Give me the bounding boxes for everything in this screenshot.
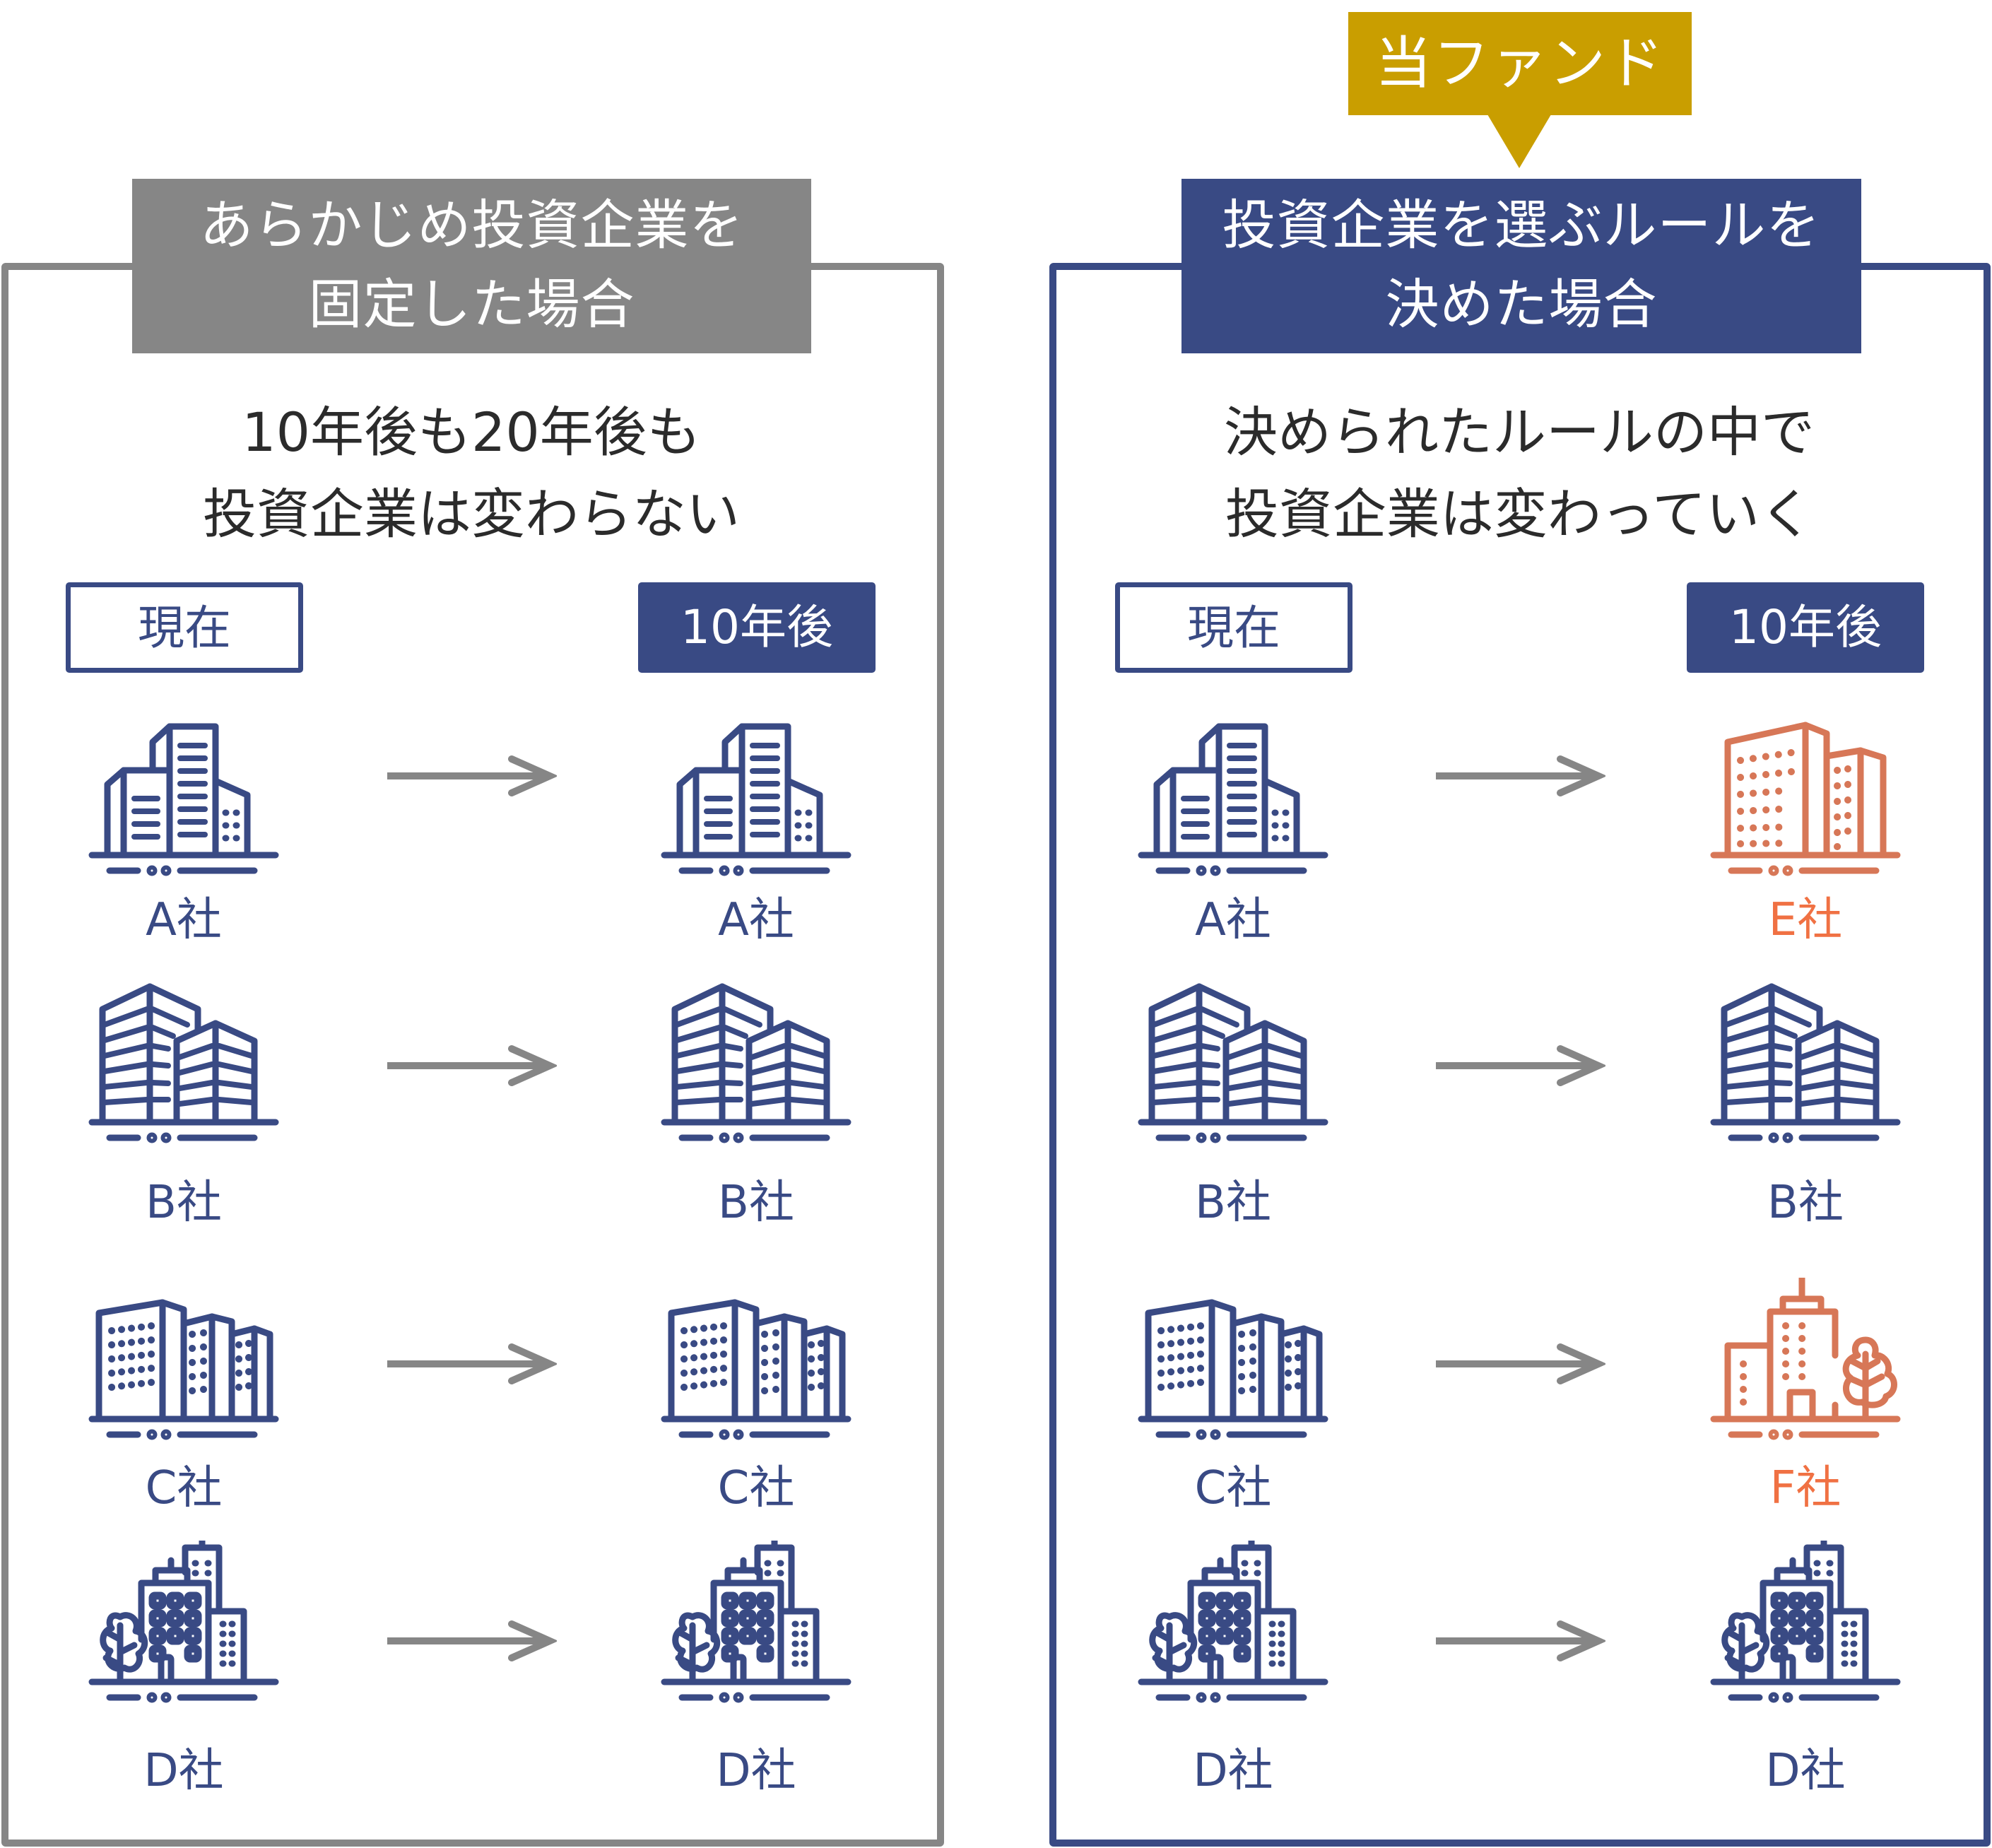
tag-now: 現在 [66,582,303,673]
tower-with-tree-f-icon [1707,1278,1904,1447]
office-building-a-icon [657,714,855,883]
fund-callout-label: 当ファンド [1375,30,1665,96]
fund-callout-pointer [1487,114,1551,168]
city-with-tree-d-icon [1707,1541,1904,1710]
company-label: C社 [145,1462,223,1514]
apartment-block-c-icon [657,1278,855,1447]
header-line: 投資企業を選ぶルールを [1222,194,1821,257]
apartment-block-c-icon [1134,1278,1332,1447]
right-arrow-icon [1436,1044,1605,1087]
right-arrow-icon [1436,755,1605,797]
city-with-tree-d-icon [657,1541,855,1710]
tag-now: 現在 [1115,582,1352,673]
fund-callout: 当ファンド [1348,12,1692,115]
subtitle-line: 投資企業は変わっていく [1225,483,1814,546]
right-arrow-icon [387,1620,557,1662]
header-line: あらかじめ投資企業を [199,194,744,257]
skyscraper-b-icon [1134,981,1332,1150]
apartment-block-c-icon [85,1278,283,1447]
company-label: B社 [1767,1177,1844,1229]
right-arrow-icon [387,1044,557,1087]
company-label: D社 [716,1745,796,1797]
skyscraper-b-icon [657,981,855,1150]
fixed-portfolio-header: あらかじめ投資企業を 固定した場合 [132,179,811,353]
company-label: C社 [717,1462,795,1514]
right-arrow-icon [1436,1620,1605,1662]
header-line: 固定した場合 [308,273,635,336]
twin-tower-e-icon [1707,714,1904,883]
subtitle-line: 10年後も20年後も [242,401,701,464]
company-label: B社 [146,1177,222,1229]
rule-based-header: 投資企業を選ぶルールを 決めた場合 [1181,179,1861,353]
tag-ten-years-later: 10年後 [638,582,876,673]
company-label: C社 [1194,1462,1272,1514]
skyscraper-b-icon [1707,981,1904,1150]
company-label: D社 [1765,1745,1846,1797]
subtitle-line: 決められたルールの中で [1224,401,1815,464]
company-label: D社 [143,1745,224,1797]
office-building-a-icon [1134,714,1332,883]
skyscraper-b-icon [85,981,283,1150]
city-with-tree-d-icon [1134,1541,1332,1710]
subtitle-line: 投資企業は変わらない [203,483,740,546]
company-label: D社 [1193,1745,1273,1797]
company-label: A社 [1195,894,1271,946]
company-label: B社 [1195,1177,1271,1229]
company-label: B社 [718,1177,794,1229]
tag-ten-years-later: 10年後 [1687,582,1924,673]
right-arrow-icon [1436,1343,1605,1385]
office-building-a-icon [85,714,283,883]
city-with-tree-d-icon [85,1541,283,1710]
right-arrow-icon [387,1343,557,1385]
fixed-portfolio-subtitle: 10年後も20年後も 投資企業は変わらない [83,392,860,555]
company-label: A社 [146,894,222,946]
company-label: E社 [1768,894,1843,946]
company-label: A社 [718,894,794,946]
right-arrow-icon [387,755,557,797]
header-line: 決めた場合 [1385,273,1658,336]
rule-based-subtitle: 決められたルールの中で 投資企業は変わっていく [1131,392,1908,555]
company-label: F社 [1769,1462,1841,1514]
